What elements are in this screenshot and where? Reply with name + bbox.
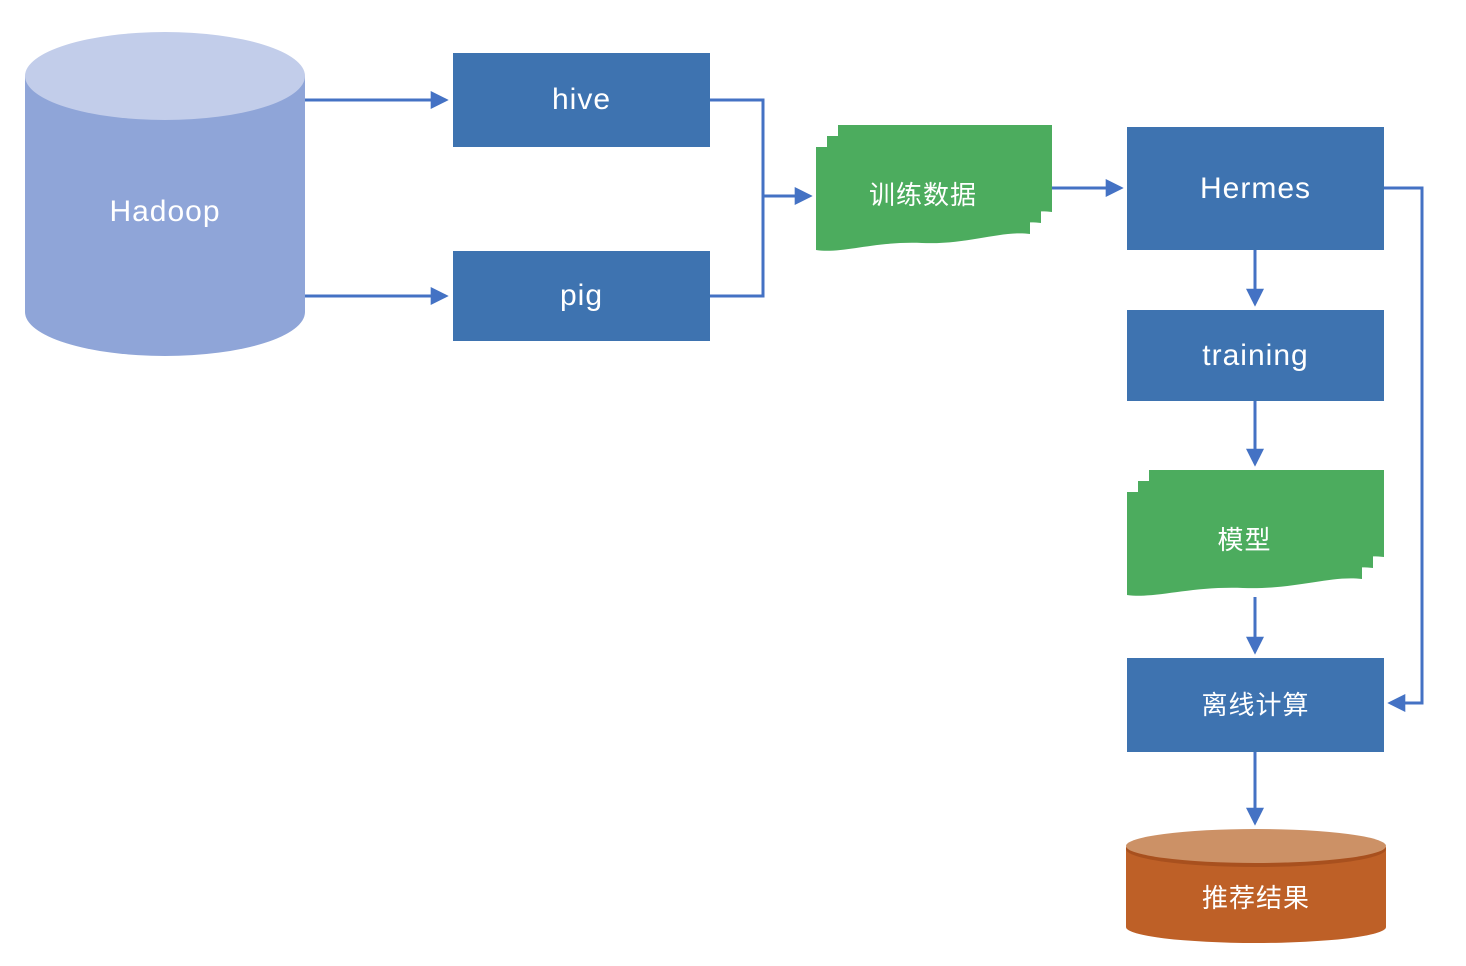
model-doc: 模型 [1127,470,1384,597]
hermes-label: Hermes [1199,171,1311,205]
edge-hermes-offline-loop [1384,186,1424,712]
offline-compute-label: 离线计算 [1201,690,1310,720]
training-label: training [1202,338,1309,372]
offline-compute-box: 离线计算 [1127,658,1384,752]
edge-hive-pig-junction [710,98,765,298]
result-label: 推荐结果 [1201,882,1310,913]
model-label: 模型 [1217,524,1272,555]
hive-label: hive [551,83,612,116]
training-box: training [1127,310,1384,401]
multidocument-shape [1127,470,1384,596]
hermes-box: Hermes [1127,127,1384,250]
hadoop-cylinder: Hadoop [25,32,305,356]
hadoop-label: Hadoop [109,195,221,228]
hive-box: hive [453,53,710,147]
result-cylinder: 推荐结果 [1126,829,1386,944]
training-data-label: 训练数据 [868,179,977,210]
pig-label: pig [559,279,604,312]
cylinder-shape [1126,829,1386,943]
pig-box: pig [453,251,710,341]
multidocument-shape [816,125,1052,251]
training-data-doc: 训练数据 [816,125,1052,252]
cylinder-shape [25,32,305,356]
